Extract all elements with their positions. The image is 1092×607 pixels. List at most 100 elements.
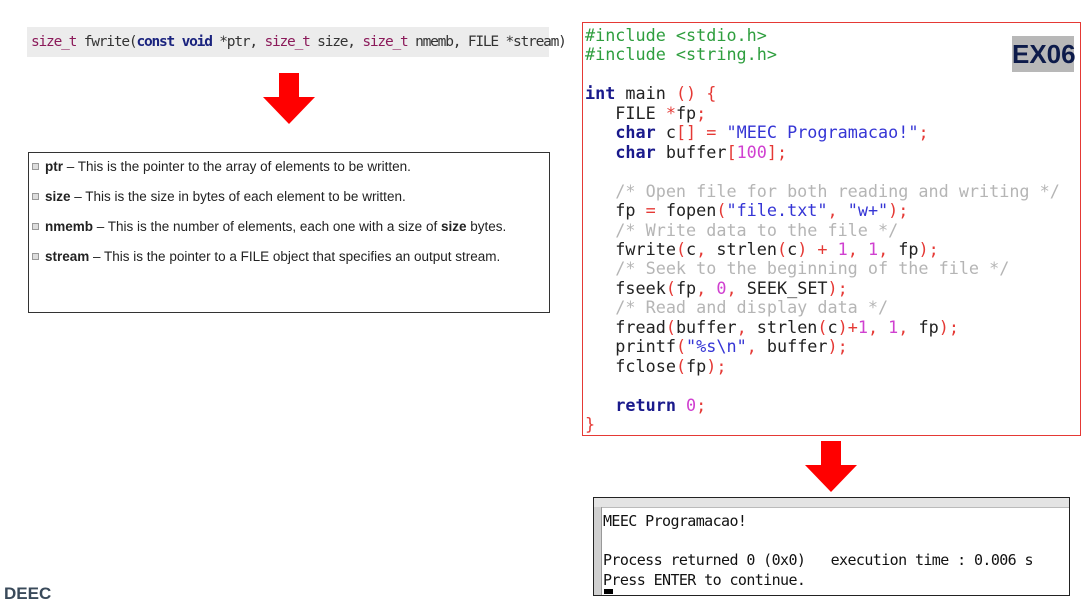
- param-item-ptr: ptr – This is the pointer to the array o…: [32, 156, 541, 178]
- param-desc: – This is the size in bytes of each elem…: [70, 189, 406, 204]
- code-token: ;: [696, 394, 707, 415]
- param-item-size: size – This is the size in bytes of each…: [32, 186, 541, 208]
- code-token: }: [585, 414, 596, 435]
- param-name: *ptr,: [211, 34, 265, 50]
- code-token: ,: [726, 277, 747, 298]
- param-name: FILE *stream): [467, 34, 567, 50]
- code-line: #include <stdio.h>: [585, 25, 1060, 45]
- code-token: [676, 395, 686, 415]
- code-token: 0: [716, 277, 727, 298]
- code-token: (: [665, 277, 676, 298]
- code-token: );: [827, 277, 848, 298]
- code-token: 1: [888, 316, 899, 337]
- code-token: fread: [585, 316, 666, 337]
- code-token: []: [675, 122, 697, 143]
- param-name: nmemb,: [407, 34, 468, 50]
- code-token: strlen: [756, 316, 818, 337]
- param-type: const void: [136, 34, 213, 50]
- code-token: fclose: [585, 355, 676, 376]
- param-label: size: [440, 219, 467, 234]
- code-token: c: [827, 316, 838, 337]
- code-listing: #include <stdio.h>#include <string.h> in…: [582, 22, 1081, 436]
- param-desc: – This is the pointer to the array of el…: [63, 159, 411, 174]
- code-line: fseek(fp, 0, SEEK_SET);: [585, 277, 1060, 298]
- code-line: fclose(fp);: [585, 355, 1060, 376]
- code-token: fp: [675, 102, 697, 123]
- code-token: fp: [918, 316, 939, 337]
- code-token: );: [706, 355, 727, 376]
- code-line: }: [585, 414, 1060, 435]
- code-token: "file.txt": [726, 200, 828, 221]
- code-line: fwrite(c, strlen(c) + 1, 1, fp);: [585, 238, 1060, 259]
- code-token: int: [585, 83, 616, 104]
- down-arrow-icon: [263, 73, 315, 124]
- code-token: ,: [827, 200, 848, 221]
- code-token: ;: [696, 102, 707, 123]
- code-token: =: [645, 200, 656, 221]
- code-line: /* Write data to the file */: [585, 219, 1060, 240]
- code-line: [585, 162, 1060, 181]
- code-token: );: [918, 238, 939, 259]
- code-token: ,: [867, 316, 889, 337]
- footer-logo: DEEC: [4, 584, 52, 603]
- code-token: SEEK_SET: [746, 277, 828, 298]
- code-line: char c[] = "MEEC Programacao!";: [585, 123, 1060, 142]
- parameters-list: ptr – This is the pointer to the array o…: [28, 152, 550, 313]
- code-line: [585, 376, 1060, 395]
- code-token: /* Write data to the file */: [585, 219, 899, 240]
- code-token: ) +: [797, 238, 838, 259]
- code-token: buffer: [655, 141, 727, 162]
- param-item-nmemb: nmemb – This is the number of elements, …: [32, 216, 541, 238]
- process-status: Process returned 0 (0x0) execution time …: [603, 551, 1034, 569]
- code-line: int main () {: [585, 84, 1060, 103]
- return-type: size_t: [31, 34, 77, 50]
- param-type: size_t: [362, 34, 408, 50]
- code-token: fp: [898, 238, 919, 259]
- code-token: *: [665, 102, 676, 123]
- code-token: char: [615, 141, 656, 162]
- code-token: c: [655, 122, 676, 143]
- code-token: char: [615, 122, 656, 143]
- code-token: 0: [686, 394, 697, 415]
- code-token: );: [888, 200, 909, 221]
- code-line: printf("%s\n", buffer);: [585, 337, 1060, 356]
- continue-prompt: Press ENTER to continue.: [603, 570, 806, 589]
- param-desc: bytes.: [466, 219, 507, 234]
- code-token: [585, 142, 615, 162]
- code-token: c: [787, 238, 798, 259]
- code-token: (: [777, 238, 788, 259]
- code-line: FILE *fp;: [585, 102, 1060, 123]
- code-token: main: [615, 83, 676, 104]
- code-token: (: [675, 336, 687, 357]
- code-token: ,: [736, 316, 757, 337]
- code-line: return 0;: [585, 394, 1060, 415]
- down-arrow-icon: [805, 441, 857, 492]
- code-token: (: [817, 316, 828, 337]
- code-token: #include <stdio.h>: [585, 25, 767, 45]
- code-token: =: [696, 122, 727, 143]
- terminal-cursor: [604, 589, 613, 594]
- code-token: ,: [746, 336, 767, 357]
- code-token: ;: [918, 122, 929, 143]
- code-line: /* Open file for both reading and writin…: [585, 181, 1060, 201]
- param-item-stream: stream – This is the pointer to a FILE o…: [32, 246, 541, 268]
- param-type: size_t: [264, 34, 310, 50]
- code-token: ,: [696, 277, 717, 298]
- code-token: );: [827, 336, 848, 357]
- code-token: #include <string.h>: [585, 44, 777, 65]
- code-token: fopen: [655, 200, 717, 221]
- param-label: stream: [45, 249, 90, 264]
- code-token: buffer: [675, 316, 737, 337]
- code-token: "MEEC Programacao!": [726, 122, 919, 143]
- code-line: [585, 65, 1060, 84]
- terminal-scrollbar[interactable]: [594, 507, 602, 595]
- code-line: fread(buffer, strlen(c)+1, 1, fp);: [585, 316, 1060, 337]
- code-token: [585, 395, 615, 415]
- param-desc: – This is the number of elements, each o…: [93, 219, 441, 234]
- code-token: ,: [847, 238, 868, 259]
- param-label: nmemb: [45, 219, 94, 234]
- code-token: (: [665, 316, 676, 337]
- code-token: c: [686, 238, 697, 259]
- code-line: fp = fopen("file.txt", "w+");: [585, 200, 1060, 221]
- exercise-badge: EX06: [1012, 36, 1076, 72]
